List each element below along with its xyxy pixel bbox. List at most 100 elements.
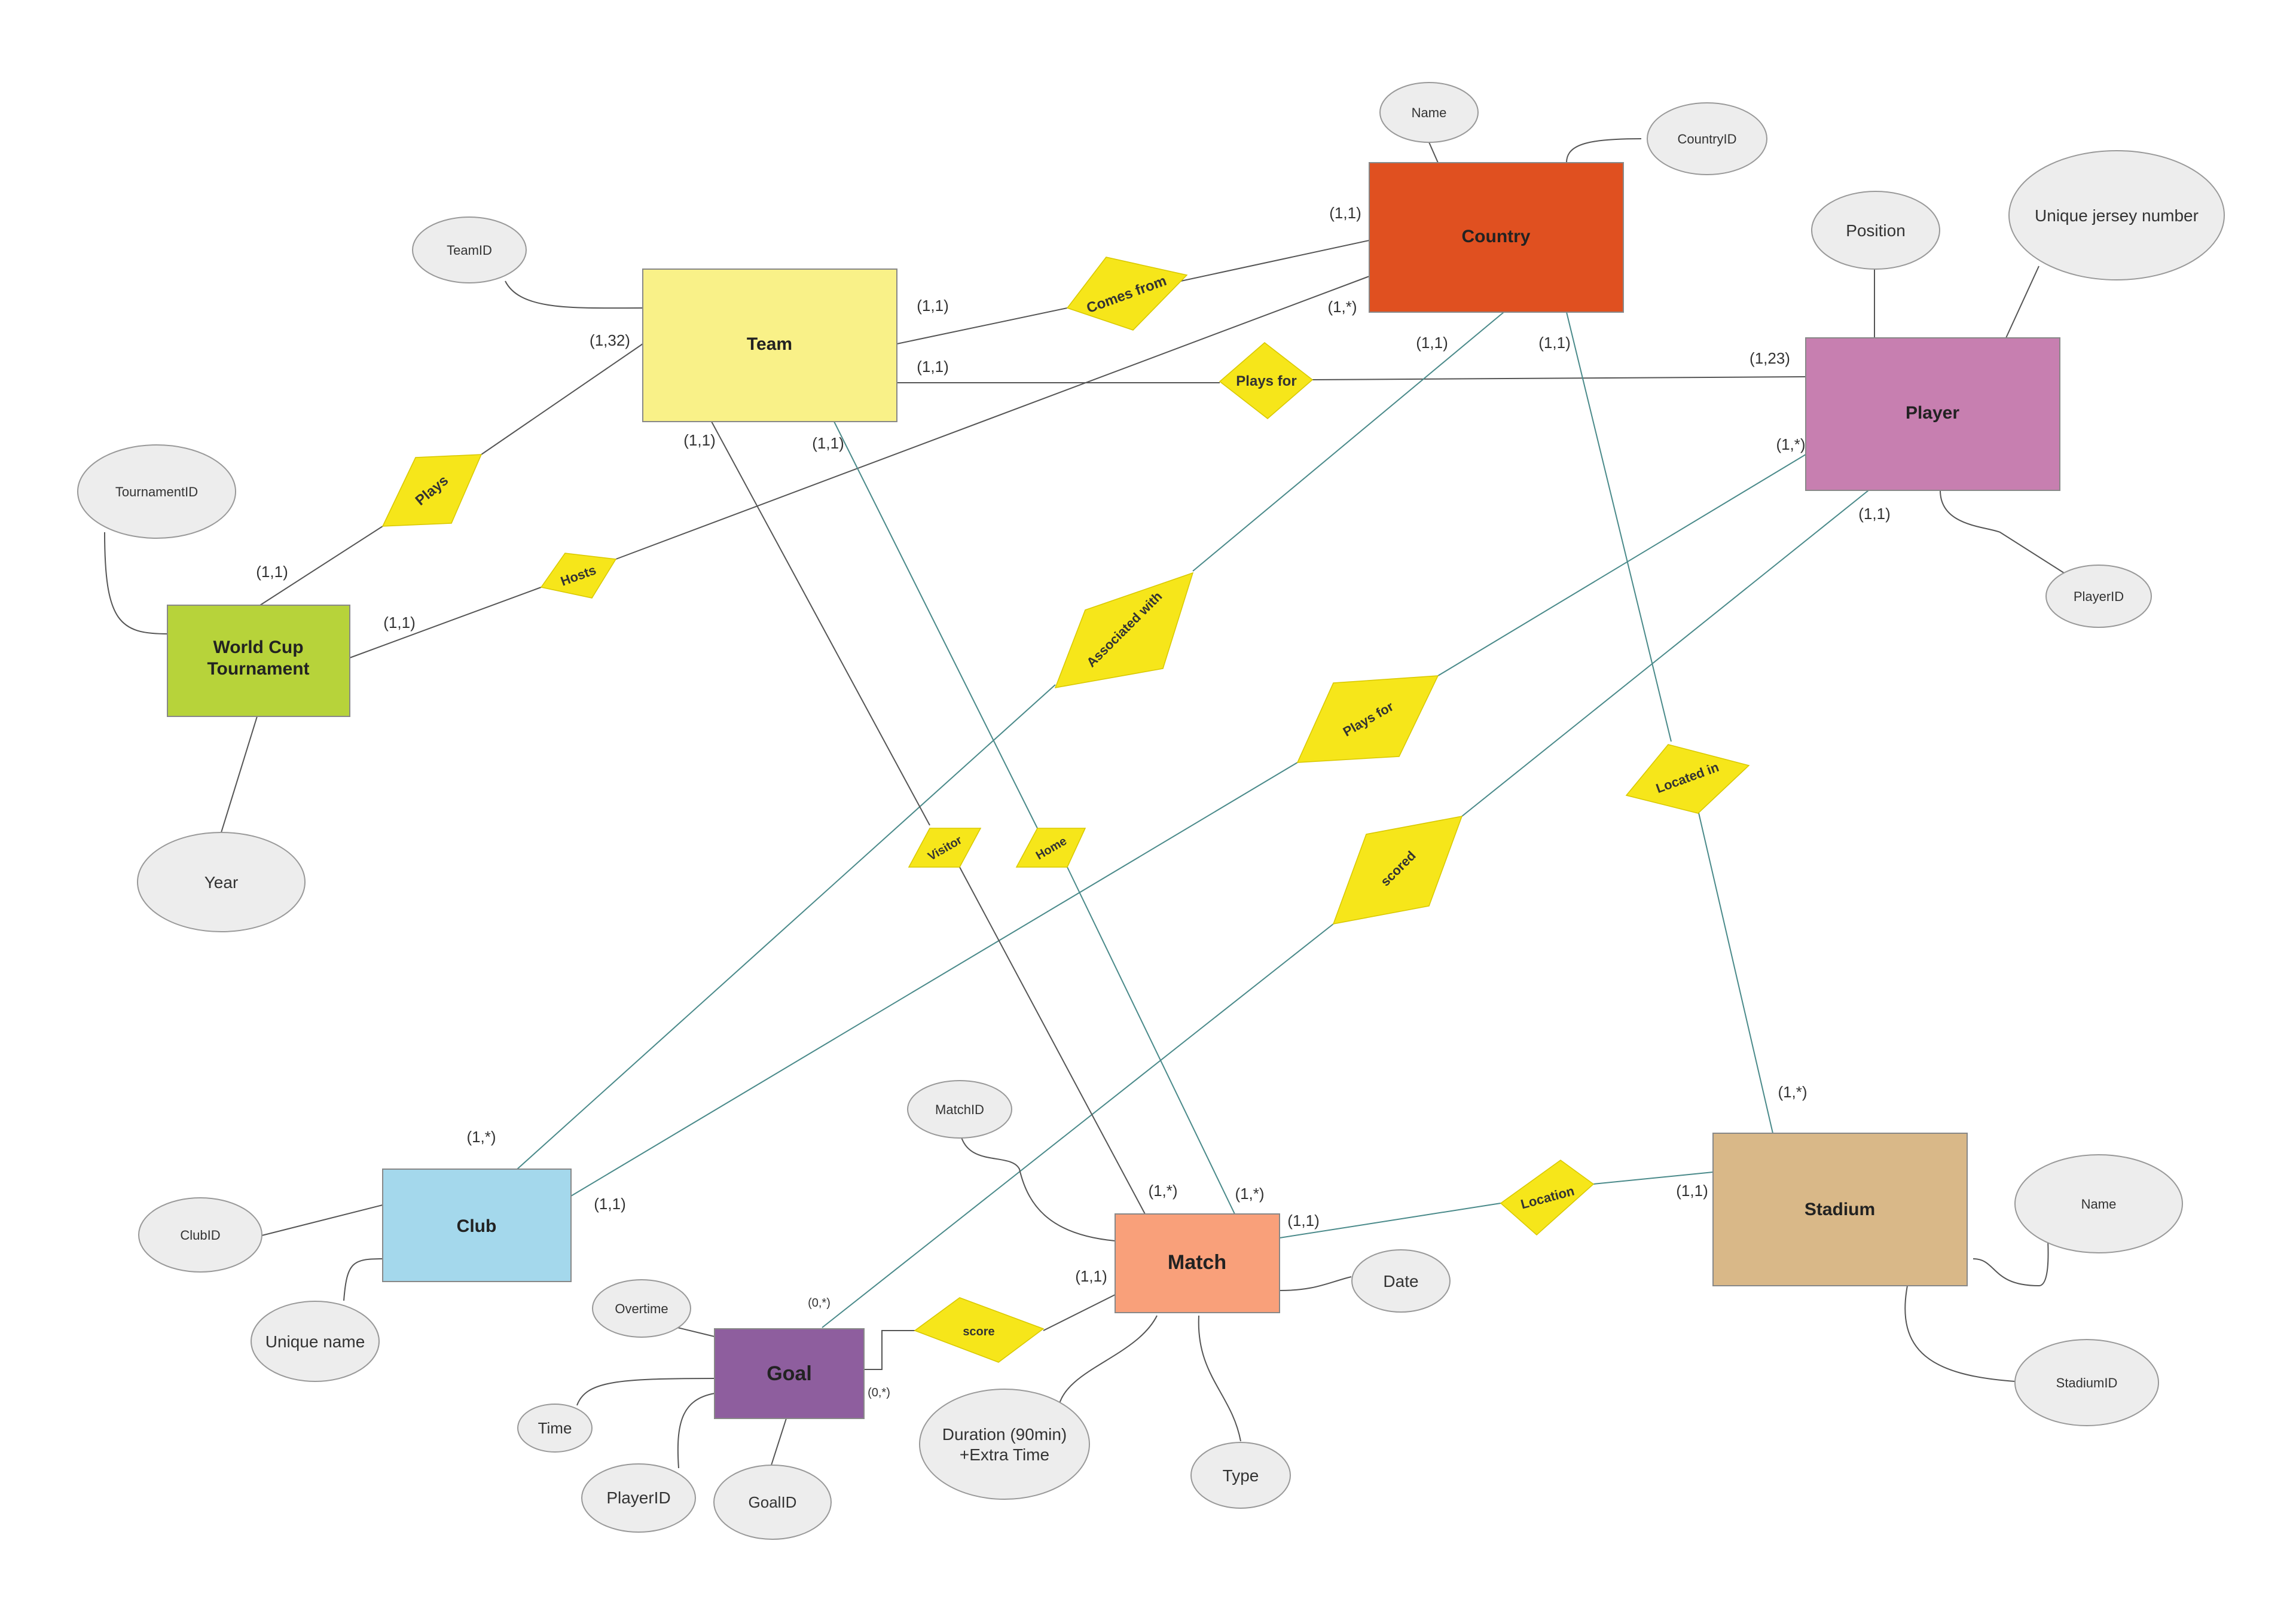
attr-country-name[interactable]: Name — [1379, 82, 1479, 143]
attr-country-name-label: Name — [1412, 105, 1447, 120]
card-label: (1,1) — [917, 297, 948, 315]
edge-goal-time — [576, 1378, 715, 1406]
rel-score-shape — [914, 1297, 1045, 1363]
attr-overtime[interactable]: Overtime — [592, 1279, 691, 1338]
entity-team[interactable]: Team — [642, 269, 897, 422]
attr-team-id[interactable]: TeamID — [412, 216, 527, 283]
attr-player-id-g-label: PlayerID — [606, 1488, 670, 1507]
entity-club[interactable]: Club — [382, 1169, 572, 1282]
attr-jersey[interactable]: Unique jersey number — [2008, 150, 2225, 280]
card-label: (1,*) — [1148, 1182, 1177, 1200]
rel-associated-with-shape — [1054, 572, 1194, 688]
attr-club-id[interactable]: ClubID — [138, 1197, 262, 1273]
card-label: (1,1) — [1858, 505, 1890, 523]
attr-player-id-p-label: PlayerID — [2074, 589, 2124, 604]
edge-club-clubid — [257, 1204, 383, 1237]
rel-visitor[interactable]: Visitor — [908, 828, 982, 868]
attr-tournament-id-shape — [77, 444, 236, 539]
card-label: (1,23) — [1750, 349, 1790, 367]
attr-team-id-shape — [412, 216, 527, 283]
attr-unique-name-label: Unique name — [265, 1332, 365, 1351]
rel-home-shape — [1015, 828, 1086, 868]
rel-plays-for-club[interactable]: Plays for — [1296, 675, 1439, 763]
rel-home[interactable]: Home — [1015, 828, 1086, 868]
attr-team-id-label: TeamID — [447, 243, 492, 258]
entity-country[interactable]: Country — [1369, 162, 1624, 313]
card-label: (1,*) — [1776, 435, 1805, 453]
card-label: (1,*) — [466, 1128, 496, 1146]
rel-location[interactable]: Location — [1500, 1160, 1595, 1236]
entity-club-label: Club — [457, 1216, 497, 1236]
edge-country-countryid — [1566, 138, 1642, 163]
rel-scored-shape — [1332, 816, 1463, 925]
rel-scored[interactable]: scored — [1332, 816, 1463, 925]
attr-type[interactable]: Type — [1190, 1442, 1291, 1509]
entity-stadium[interactable]: Stadium — [1712, 1133, 1968, 1286]
entity-country-box — [1369, 162, 1624, 313]
entities: Team Country Player World Cup Tournament… — [167, 162, 2060, 1419]
entity-match-label: Match — [1168, 1251, 1226, 1274]
edge-assoc-club — [517, 684, 1056, 1170]
card-label: (1,1) — [917, 358, 948, 376]
attr-goal-id[interactable]: GoalID — [713, 1465, 832, 1540]
edge-team-visitor — [711, 421, 930, 826]
entity-team-box — [642, 269, 897, 422]
attr-date[interactable]: Date — [1351, 1249, 1451, 1313]
edge-location-stadium — [1593, 1172, 1714, 1185]
entity-team-label: Team — [747, 334, 792, 354]
attr-country-id[interactable]: CountryID — [1647, 102, 1767, 175]
entity-match[interactable]: Match — [1115, 1213, 1280, 1313]
edge-player-playsforclub — [1437, 454, 1806, 676]
attr-time[interactable]: Time — [517, 1404, 593, 1453]
attr-stadium-id-label: StadiumID — [2056, 1375, 2118, 1390]
entity-player-box — [1805, 337, 2060, 491]
rel-score[interactable]: score — [914, 1297, 1045, 1363]
attr-player-id-g[interactable]: PlayerID — [581, 1463, 696, 1533]
rel-comes-from[interactable]: Comes from — [1066, 257, 1188, 331]
attr-match-id-shape — [907, 1080, 1012, 1139]
edge-country-hosts — [615, 276, 1370, 560]
attr-country-name-shape — [1379, 82, 1479, 143]
attr-stadium-id[interactable]: StadiumID — [2014, 1339, 2159, 1426]
edge-match-duration — [1058, 1315, 1158, 1409]
entity-world-cup[interactable]: World Cup Tournament — [167, 605, 350, 717]
entity-club-box — [382, 1169, 572, 1282]
attr-year[interactable]: Year — [137, 832, 306, 932]
attributes: Name CountryID TeamID Position Unique je… — [77, 82, 2225, 1540]
edge-match-matchid — [959, 1130, 1116, 1241]
attr-duration[interactable]: Duration (90min) +Extra Time — [919, 1389, 1090, 1500]
card-label: (1,*) — [1235, 1185, 1264, 1203]
rel-location-shape — [1500, 1160, 1595, 1236]
attr-player-id-p[interactable]: PlayerID — [2045, 565, 2152, 628]
edge-player-playerid — [1940, 490, 2066, 575]
attr-duration-label-line1: Duration (90min) — [942, 1425, 1067, 1444]
attr-unique-name[interactable]: Unique name — [251, 1301, 380, 1382]
rel-located-in[interactable]: Located in — [1625, 744, 1750, 814]
attr-goal-id-label: GoalID — [749, 1493, 797, 1511]
attr-match-id[interactable]: MatchID — [907, 1080, 1012, 1139]
entity-player-label: Player — [1906, 403, 1959, 423]
edge-hosts-worldcup — [349, 587, 542, 658]
entity-goal[interactable]: Goal — [714, 1328, 865, 1419]
edge-plays-worldcup — [259, 526, 383, 606]
entity-stadium-box — [1712, 1133, 1968, 1286]
entity-player[interactable]: Player — [1805, 337, 2060, 491]
edge-stadium-name — [1973, 1238, 2049, 1287]
rel-plays[interactable]: Plays — [381, 454, 483, 527]
edge-wc-year — [221, 716, 258, 833]
attr-year-label: Year — [204, 873, 239, 892]
rel-plays-for-team[interactable]: Plays for — [1219, 342, 1314, 419]
attr-position[interactable]: Position — [1811, 191, 1940, 270]
rel-hosts[interactable]: Hosts — [540, 553, 617, 599]
attr-stadium-name[interactable]: Name — [2014, 1154, 2183, 1253]
attr-club-id-shape — [138, 1197, 262, 1273]
attr-tournament-id[interactable]: TournamentID — [77, 444, 236, 539]
attr-country-id-shape — [1647, 102, 1767, 175]
edge-match-location — [1279, 1203, 1501, 1238]
card-label: (1,1) — [1075, 1267, 1107, 1285]
attr-position-shape — [1811, 191, 1940, 270]
rel-associated-with[interactable]: Associated with — [1054, 572, 1194, 688]
entity-goal-label: Goal — [767, 1362, 812, 1385]
attr-position-label: Position — [1846, 221, 1906, 240]
